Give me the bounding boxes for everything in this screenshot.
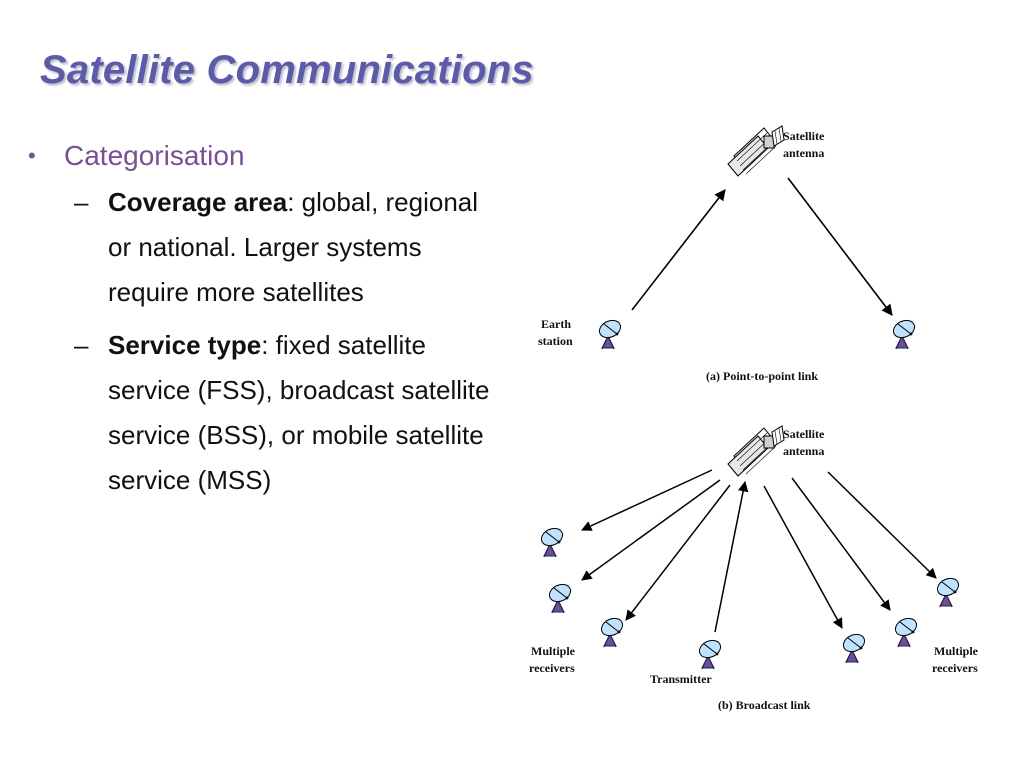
sat-label-line2: antenna: [783, 146, 824, 160]
caption-b: (b) Broadcast link: [718, 698, 811, 712]
right-receivers-line2: receivers: [932, 661, 978, 675]
downlink-arrow-5: [791, 477, 891, 611]
figure-drawing: Satellite antenna Earth station (a) Poin…: [529, 125, 979, 712]
transmitter-label: Transmitter: [650, 672, 712, 686]
right-receivers-line1: Multiple: [934, 644, 979, 658]
point-to-point-diagram: Satellite antenna Earth station (a) Poin…: [538, 125, 918, 383]
transmitter-dish-icon: [696, 636, 724, 670]
downlink-arrow-1: [581, 469, 713, 531]
sat-label-line1: Satellite: [783, 129, 825, 143]
bullet-categorisation: • Categorisation: [28, 136, 498, 176]
uplink-arrow-transmitter: [714, 480, 749, 633]
receiver-dish-icon-6: [934, 574, 962, 608]
dash-mark: –: [74, 330, 89, 360]
sub-bullet-service-type: – Service type: fixed satellite service …: [28, 323, 498, 503]
bullet-dot: •: [28, 143, 36, 168]
downlink-arrow: [787, 177, 893, 316]
bullet-list: • Categorisation – Coverage area: global…: [28, 136, 498, 503]
downlink-arrow-2: [581, 479, 721, 581]
broadcast-satellite-icon: [727, 425, 785, 477]
left-receivers-line1: Multiple: [531, 644, 576, 658]
downlink-arrow-3: [625, 484, 731, 621]
sat-b-label-line2: antenna: [783, 444, 824, 458]
uplink-arrow: [631, 189, 726, 311]
left-receivers-line2: receivers: [529, 661, 575, 675]
satellite-link-figure: Satellite antenna Earth station (a) Poin…: [520, 110, 1020, 725]
receiver-dish-icon-4: [840, 630, 868, 664]
slide-title: Satellite Communications: [40, 48, 534, 92]
caption-a: (a) Point-to-point link: [706, 369, 818, 383]
sub-bullet-coverage-area: – Coverage area: global, regional or nat…: [28, 180, 498, 315]
receiver-dish-icon-2: [546, 580, 574, 614]
bullet-main-text: Categorisation: [64, 140, 245, 171]
earth-label-line1: Earth: [541, 317, 571, 331]
dash-mark: –: [74, 187, 89, 217]
earth-station-dish-icon: [596, 316, 624, 350]
earth-label-line2: station: [538, 334, 573, 348]
sat-b-label-line1: Satellite: [783, 427, 825, 441]
receiver-dish-icon-1: [538, 524, 566, 558]
satellite-icon: [727, 125, 785, 177]
term-service-type: Service type: [108, 330, 262, 360]
receiver-dish-icon-3: [598, 614, 626, 648]
receiver-dish-icon: [890, 316, 918, 350]
desc-coverage-area: : global, regional or national. Larger s…: [108, 187, 479, 307]
downlink-arrow-4: [763, 485, 843, 629]
receiver-dish-icon-5: [892, 614, 920, 648]
downlink-arrow-6: [827, 471, 937, 579]
broadcast-diagram: Satellite antenna Multiple receivers Tra…: [529, 425, 979, 712]
desc-service-type: : fixed satellite service (FSS), broadca…: [108, 330, 490, 495]
term-coverage-area: Coverage area: [108, 187, 288, 217]
